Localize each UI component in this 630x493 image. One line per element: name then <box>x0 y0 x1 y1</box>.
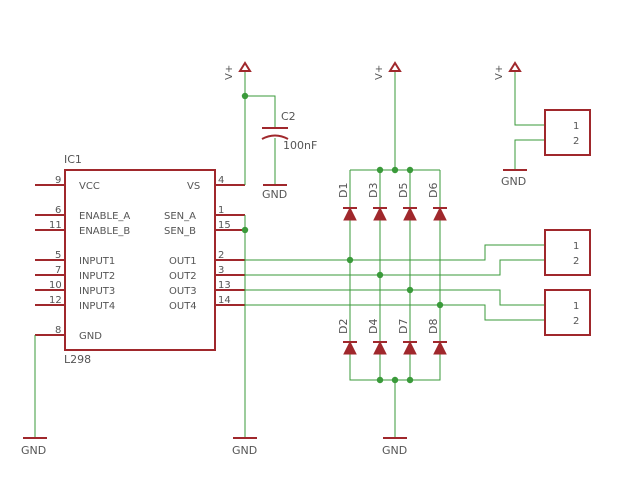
pin-label-out3: OUT3 <box>169 286 197 297</box>
ic-left-pins: 9 VCC 6 ENABLE_A 11 ENABLE_B 5 INPUT1 7 … <box>35 175 130 342</box>
pin-num-7: 7 <box>55 265 61 276</box>
pin-label-out2: OUT2 <box>169 271 197 282</box>
ground-label-diodes: GND <box>382 444 407 457</box>
pin-num-8: 8 <box>55 325 61 336</box>
power-label-ic: V+ <box>224 65 235 80</box>
diode-d1: D1 <box>337 183 357 221</box>
pin-num-10: 10 <box>49 280 62 291</box>
pin-num-11: 11 <box>49 220 62 231</box>
pin-num-9: 9 <box>55 175 61 186</box>
pin-label-out1: OUT1 <box>169 256 197 267</box>
connector-motor-b: 1 2 <box>544 289 591 336</box>
diode-label-d8: D8 <box>427 319 440 334</box>
junctions <box>241 92 444 384</box>
diode-label-d3: D3 <box>367 183 380 198</box>
ground-label-cap: GND <box>262 188 287 201</box>
pin-label-input3: INPUT3 <box>79 286 115 297</box>
pin-num-4: 4 <box>218 175 224 186</box>
ground-symbol-ic: GND <box>21 437 47 457</box>
connector-power: 1 2 <box>544 109 591 156</box>
pin-label-gnd: GND <box>79 331 102 342</box>
pin-num-1: 1 <box>218 205 224 216</box>
diode-label-d7: D7 <box>397 319 410 334</box>
ground-symbol-connector: GND <box>501 169 527 188</box>
capacitor-name: C2 <box>281 110 296 123</box>
capacitor-value: 100nF <box>283 139 317 152</box>
pin-label-sen-a: SEN_A <box>164 211 196 222</box>
ground-symbol-sense: GND <box>232 437 257 457</box>
pin-label-vcc: VCC <box>79 181 100 192</box>
pin-label-out4: OUT4 <box>169 301 197 312</box>
ground-label-sense: GND <box>232 444 257 457</box>
connector-motor-b-pin-2: 2 <box>573 316 579 327</box>
power-symbol-diodes: V+ <box>374 61 402 80</box>
pin-label-input1: INPUT1 <box>79 256 115 267</box>
ground-label-connector: GND <box>501 175 526 188</box>
ic-name: IC1 <box>64 153 82 166</box>
diode-d7: D7 <box>397 319 417 355</box>
connector-motor-a: 1 2 <box>544 229 591 276</box>
pin-label-input2: INPUT2 <box>79 271 115 282</box>
diode-d8: D8 <box>427 319 447 355</box>
connector-motor-b-pin-1: 1 <box>573 301 579 312</box>
diode-label-d2: D2 <box>337 319 350 334</box>
diode-label-d1: D1 <box>337 183 350 198</box>
diode-d3: D3 <box>367 183 387 221</box>
pin-label-vs: VS <box>187 181 200 192</box>
pin-num-12: 12 <box>49 295 62 306</box>
pin-num-2: 2 <box>218 250 224 261</box>
pin-num-5: 5 <box>55 250 61 261</box>
connector-motor-a-pin-2: 2 <box>573 256 579 267</box>
pin-num-3: 3 <box>218 265 224 276</box>
power-label-diodes: V+ <box>374 65 385 80</box>
ic-right-pins: VS 4 SEN_A 1 SEN_B 15 OUT1 2 OUT2 3 OUT3… <box>164 175 245 312</box>
ground-label-ic: GND <box>21 444 46 457</box>
pin-label-enable-b: ENABLE_B <box>79 226 130 237</box>
ic-value: L298 <box>64 353 91 366</box>
ground-symbol-diodes: GND <box>382 437 407 457</box>
pin-label-enable-a: ENABLE_A <box>79 211 130 222</box>
connector-motor-a-pin-1: 1 <box>573 241 579 252</box>
diode-d4: D4 <box>367 319 387 355</box>
capacitor-c2: C2 100nF <box>261 110 317 152</box>
connector-power-pin-1: 1 <box>573 121 579 132</box>
diode-d2: D2 <box>337 319 357 355</box>
diode-d6: D6 <box>427 183 447 221</box>
diode-d5: D5 <box>397 183 417 221</box>
power-label-connector: V+ <box>494 65 505 80</box>
diode-label-d6: D6 <box>427 183 440 198</box>
connector-power-pin-2: 2 <box>573 136 579 147</box>
power-symbol-ic: V+ <box>224 61 252 80</box>
ground-symbol-cap: GND <box>262 184 287 201</box>
pin-num-13: 13 <box>218 280 231 291</box>
pin-label-input4: INPUT4 <box>79 301 115 312</box>
pin-num-15: 15 <box>218 220 231 231</box>
pin-label-sen-b: SEN_B <box>164 226 196 237</box>
ic-l298: IC1 L298 9 VCC 6 ENABLE_A 11 ENABLE_B 5 … <box>35 153 245 366</box>
power-symbol-connector: V+ <box>494 61 522 80</box>
pin-num-14: 14 <box>218 295 231 306</box>
wires <box>34 71 545 438</box>
pin-num-6: 6 <box>55 205 61 216</box>
diode-label-d5: D5 <box>397 183 410 198</box>
diode-label-d4: D4 <box>367 319 380 334</box>
